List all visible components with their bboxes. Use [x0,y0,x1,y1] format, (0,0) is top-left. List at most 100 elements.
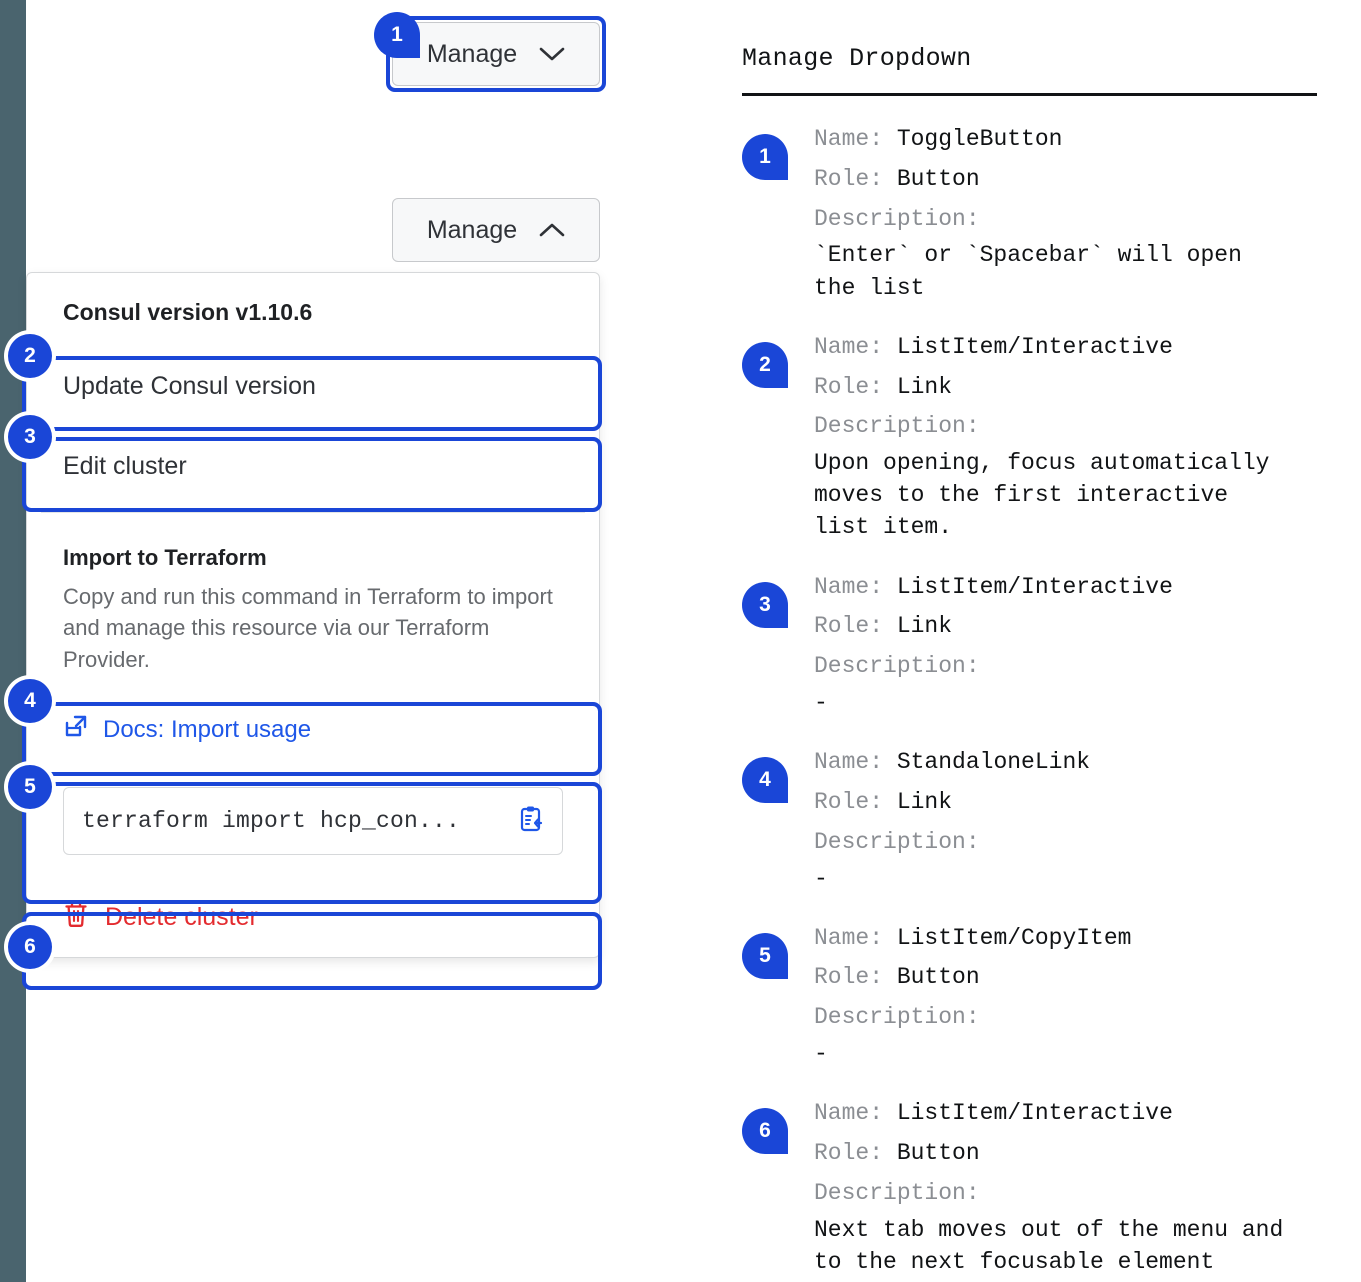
menu-divider [41,512,585,513]
docs-marker-badge-2: 2 [742,341,788,388]
docs-role-value: Link [896,373,953,400]
marker-badge-2: 2 [8,334,52,378]
docs-role-value: Button [896,1140,980,1166]
docs-name: Name: StandaloneLink [814,743,1342,783]
manage-toggle-open-label: Manage [426,215,518,244]
docs-panel-title: Manage Dropdown [742,44,972,73]
docs-description-label: Description: [814,1179,980,1206]
manage-dropdown-panel: Consul version v1.10.6 Update Consul ver… [26,272,600,959]
docs-description-value: - [814,1041,828,1068]
docs-name-value: ListItem/Interactive [896,1100,1173,1127]
consul-version-header: Consul version v1.10.6 [63,299,313,325]
terraform-command-text: terraform import hcp_con... [82,808,461,835]
docs-description-label: Description: [814,413,980,440]
docs-description-value: `Enter` or `Spacebar` will open the list [814,242,1242,301]
docs-role: Role: Link [814,607,1342,647]
docs-role: Role: Button [814,958,1342,998]
docs-role-value: Link [896,613,953,640]
docs-name: Name: ToggleButton [814,120,1342,160]
docs-role-value: Button [896,964,980,991]
menu-item-delete-cluster[interactable]: Delete cluster [27,877,599,957]
docs-name-label: Name: [814,126,897,152]
docs-role: Role: Link [814,783,1342,823]
docs-description-label: Description: [814,1004,980,1031]
manage-toggle-button-open[interactable]: Manage [392,198,600,262]
docs-marker-badge-4: 4 [742,757,788,804]
docs-description-label: Description: [814,653,980,680]
docs-name-label: Name: [814,924,897,951]
docs-role-label: Role: [814,788,897,815]
menu-item-label: Update Consul version [63,371,316,400]
menu-item-docs-import-usage[interactable]: Docs: Import usage [27,691,599,769]
marker-badge-5: 5 [8,765,52,809]
delete-cluster-label: Delete cluster [105,902,258,931]
manage-toggle-label: Manage [426,39,518,68]
marker-badge-4: 4 [8,679,52,723]
docs-link-label: Docs: Import usage [103,716,312,744]
docs-marker-badge-3: 3 [742,581,788,628]
docs-description-label: Description: [814,828,980,855]
docs-name-label: Name: [814,1100,897,1127]
menu-item-edit-cluster[interactable]: Edit cluster [27,426,599,506]
docs-role: Role: Link [814,368,1342,408]
docs-role-value: Button [896,165,980,192]
docs-description-value: - [814,689,828,716]
docs-role-label: Role: [814,1140,897,1166]
marker-badge-1: 1 [374,12,420,58]
docs-role-label: Role: [814,613,897,640]
docs-role-label: Role: [814,373,897,400]
import-terraform-description: Copy and run this command in Terraform t… [63,584,553,672]
docs-role: Role: Button [814,1134,1342,1174]
menu-item-update-consul-version[interactable]: Update Consul version [27,346,599,426]
docs-marker-badge-5: 5 [742,932,788,979]
terraform-command-copy-field[interactable]: terraform import hcp_con... [63,787,563,856]
docs-name-label: Name: [814,573,897,600]
docs-name-label: Name: [814,749,897,776]
clipboard-copy-icon[interactable] [516,804,546,839]
chevron-down-icon [539,40,565,69]
docs-name-label: Name: [814,333,897,360]
docs-role-label: Role: [814,165,897,192]
docs-role-label: Role: [814,964,897,991]
external-link-docs-icon [63,714,89,747]
docs-description-label: Description: [814,205,980,232]
chevron-up-icon [539,216,565,245]
terraform-command-wrap: terraform import hcp_con... [27,769,599,877]
docs-role: Role: Button [814,160,1342,200]
docs-name: Name: ListItem/Interactive [814,1094,1342,1134]
docs-marker-badge-1: 1 [742,134,788,180]
docs-name: Name: ListItem/Interactive [814,568,1342,608]
docs-name: Name: ListItem/Interactive [814,328,1342,368]
docs-name-value: ListItem/Interactive [896,573,1173,600]
trash-icon [63,900,89,935]
docs-description-value: Upon opening, focus automatically moves … [814,450,1270,541]
docs-description-value: - [814,865,828,892]
docs-name-value: ListItem/CopyItem [896,924,1132,951]
docs-name: Name: ListItem/CopyItem [814,919,1342,959]
docs-title-rule [742,93,1317,96]
dropdown-demo-area: Manage 1 Manage Consul version v1.10.6 U… [8,12,606,990]
manage-toggle-button-closed[interactable]: Manage [392,22,600,86]
docs-name-value: ToggleButton [896,126,1063,152]
docs-role-value: Link [896,788,953,815]
marker-badge-3: 3 [8,415,52,459]
menu-item-label: Edit cluster [63,451,187,480]
docs-name-value: StandaloneLink [896,749,1091,776]
docs-description-value: Next tab moves out of the menu and to th… [814,1216,1284,1275]
left-sidebar-rail [0,0,26,1282]
docs-name-value: ListItem/Interactive [896,333,1173,360]
